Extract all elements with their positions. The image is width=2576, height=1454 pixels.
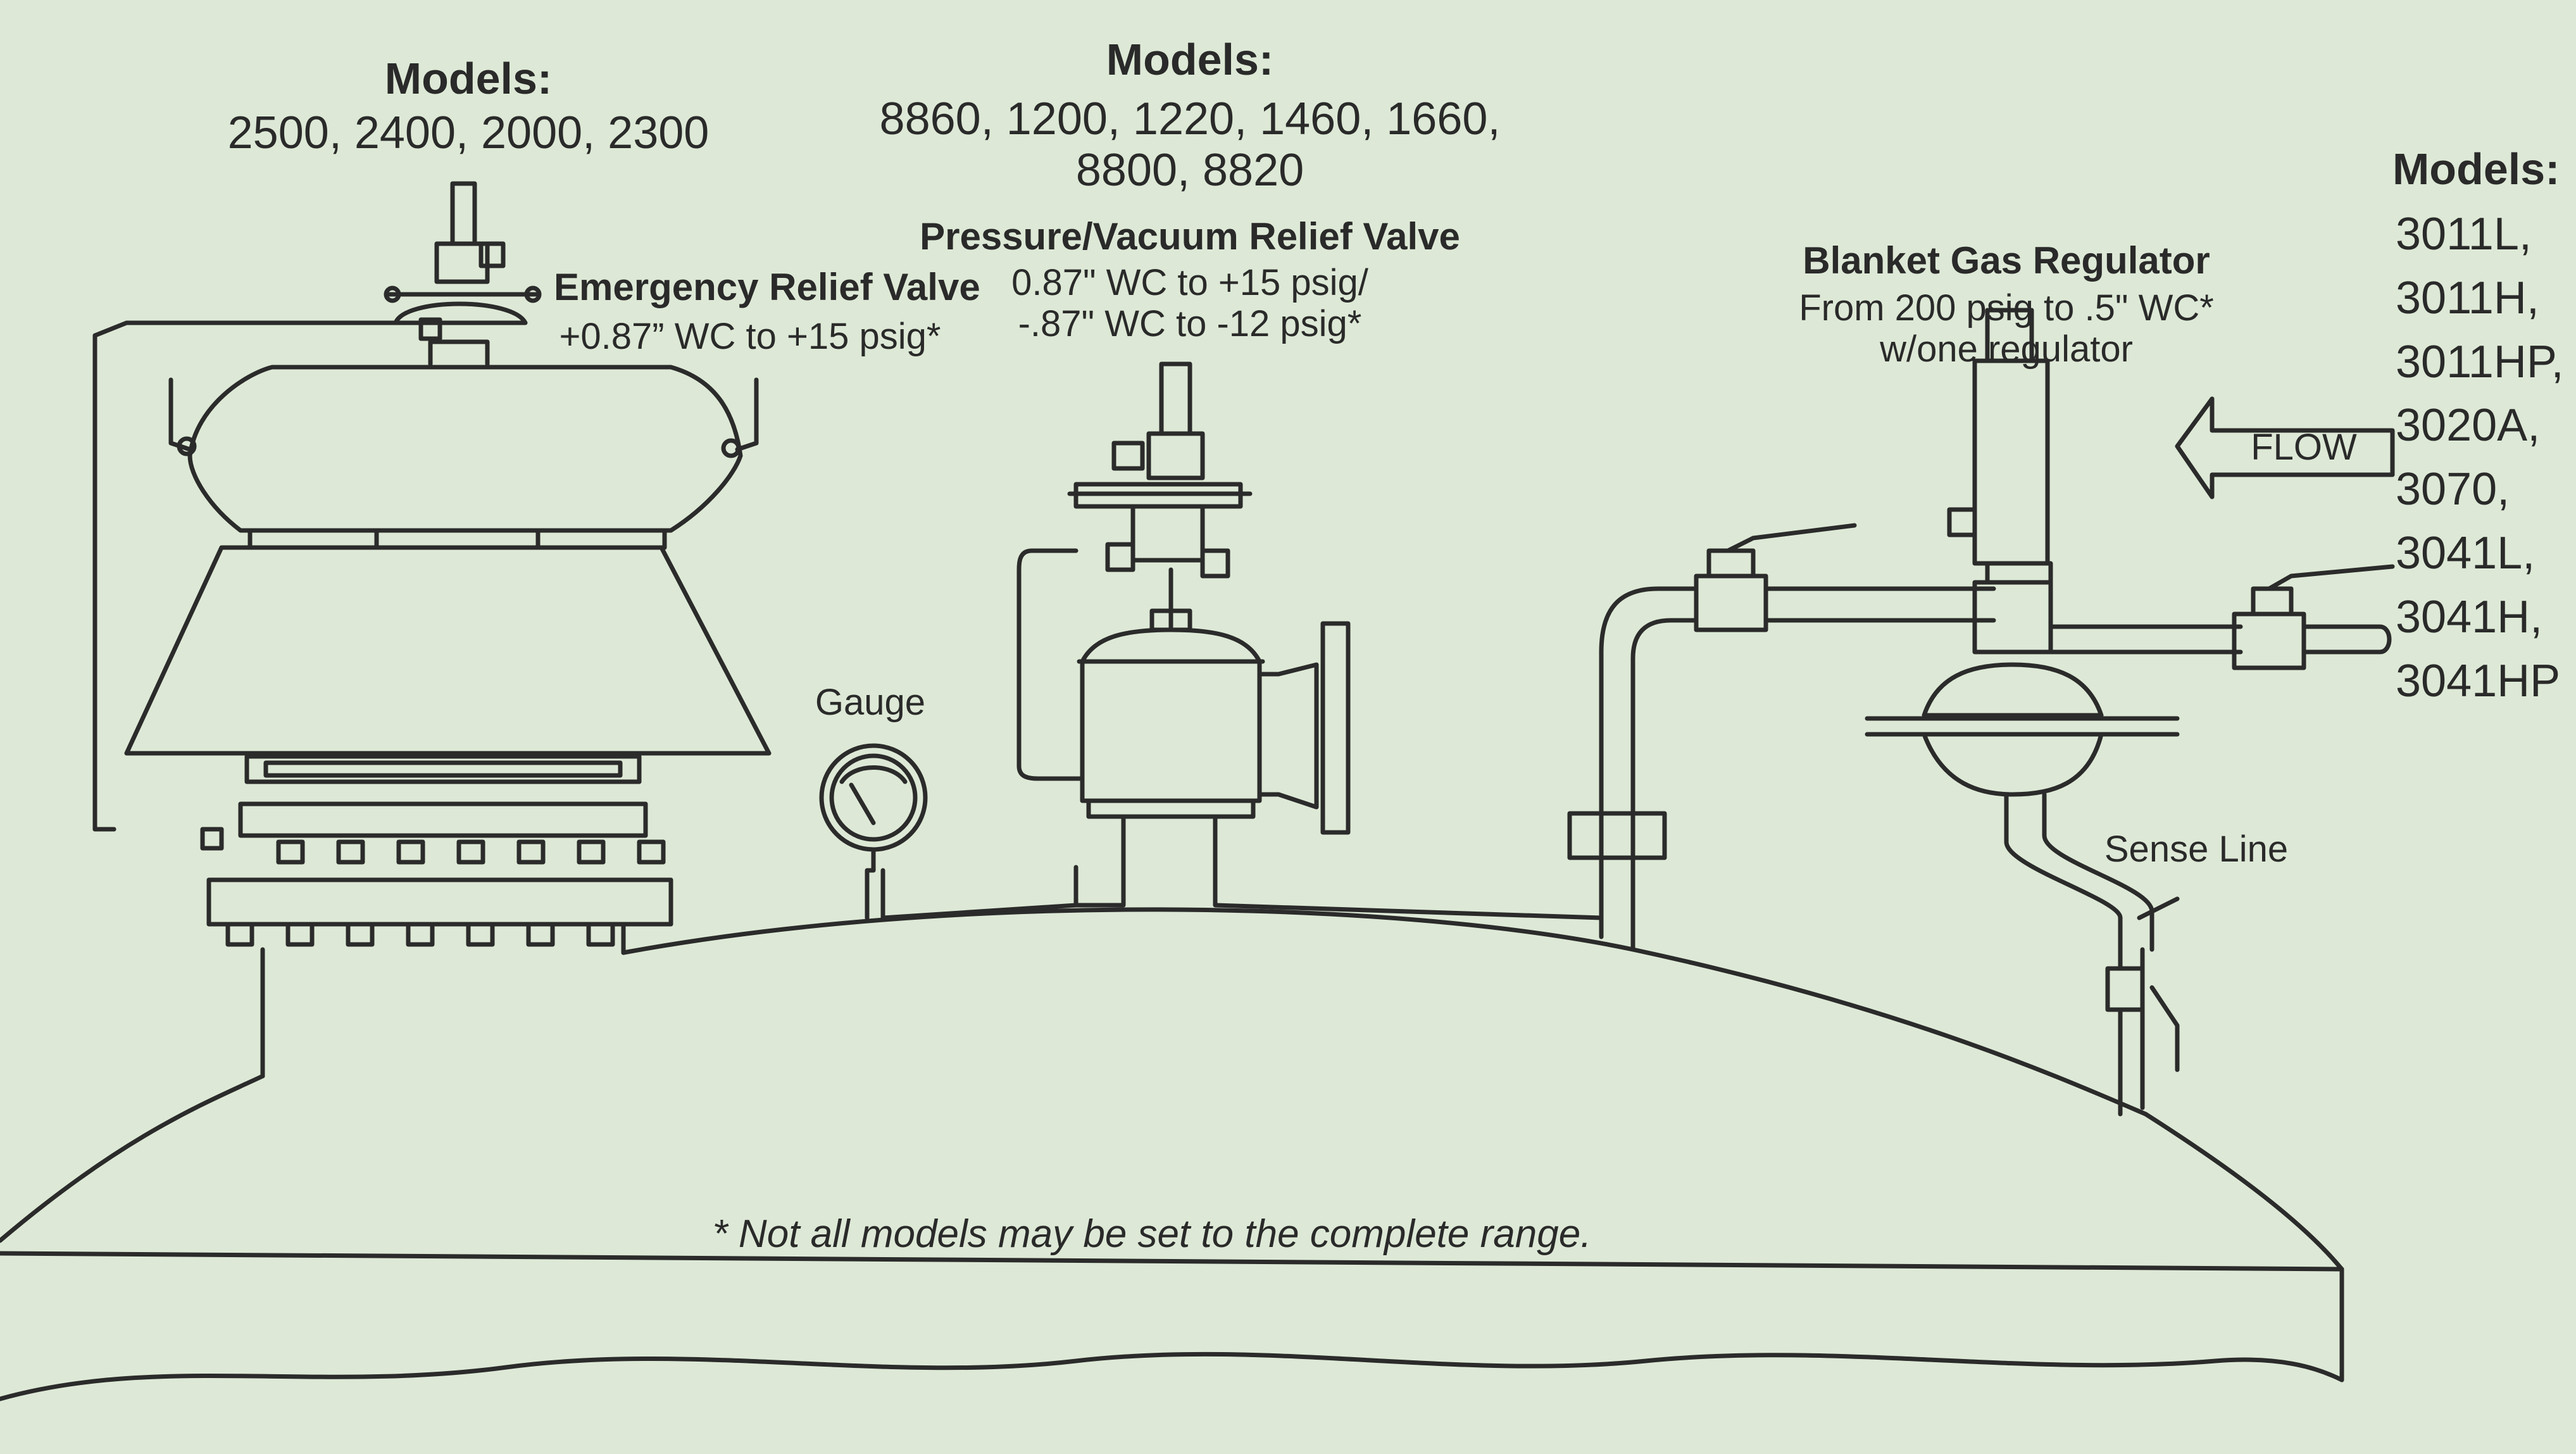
blanket-model-item: 3041H, (2396, 591, 2543, 642)
blanket-models-list: 3011L, 3011H, 3011HP, 3020A, 3070, 3041L… (2396, 203, 2576, 713)
blanket-model-item: 3041L, (2396, 527, 2535, 579)
emergency-models-list: 2500, 2400, 2000, 2300 (227, 108, 710, 158)
blanket-model-item: 3011L, (2396, 209, 2532, 260)
pv-models-line-2: 8800, 8820 (1075, 144, 1304, 196)
footnote: * Not all models may be set to the compl… (712, 1212, 1592, 1256)
blanket-model-item: 3020A, (2396, 400, 2541, 451)
gauge-label: Gauge (815, 682, 926, 723)
flow-arrow (2175, 396, 2395, 499)
flange-bolts (225, 839, 666, 955)
pv-range-line-2: -.87" WC to -12 psig* (1018, 303, 1362, 344)
blanket-models-title: Models: (2392, 144, 2560, 194)
blanket-gas-regulator-label: Blanket Gas Regulator (1803, 239, 2210, 282)
pv-models-list: 8860, 1200, 1220, 1460, 1660, 8800, 8820 (842, 94, 1538, 196)
blanket-gas-regulator-range: From 200 psig to .5" WC* w/one regulator (1760, 287, 2253, 370)
pv-models-line-1: 8860, 1200, 1220, 1460, 1660, (879, 94, 1501, 144)
storage-tank (0, 907, 2344, 1401)
blanket-range-line-1: From 200 psig to .5" WC* (1799, 287, 2214, 329)
blanket-model-item: 3011H, (2396, 272, 2539, 323)
emergency-relief-valve (92, 181, 772, 927)
blanket-model-item: 3041HP (2396, 655, 2561, 706)
blanket-model-item: 3070, (2396, 464, 2510, 515)
pv-models-title: Models: (1106, 35, 1274, 84)
pv-relief-valve-range: 0.87" WC to +15 psig/ -.87" WC to -12 ps… (975, 262, 1405, 345)
gauge-drawing (819, 743, 1079, 920)
emergency-relief-valve-label: Emergency Relief Valve (554, 266, 980, 308)
sense-line-label: Sense Line (2104, 829, 2289, 870)
emergency-relief-valve-range: +0.87” WC to +15 psig* (559, 316, 941, 357)
blanket-range-line-2: w/one regulator (1880, 328, 2133, 370)
blanket-model-item: 3011HP, (2396, 336, 2564, 387)
blanket-gas-regulator (1567, 308, 2395, 1117)
pv-relief-valve-label: Pressure/Vacuum Relief Valve (920, 215, 1460, 258)
pressure-vacuum-relief-valve (1016, 361, 1604, 920)
pv-range-line-1: 0.87" WC to +15 psig/ (1011, 262, 1368, 303)
flow-label: FLOW (2251, 427, 2357, 468)
emergency-models-title: Models: (384, 54, 553, 103)
